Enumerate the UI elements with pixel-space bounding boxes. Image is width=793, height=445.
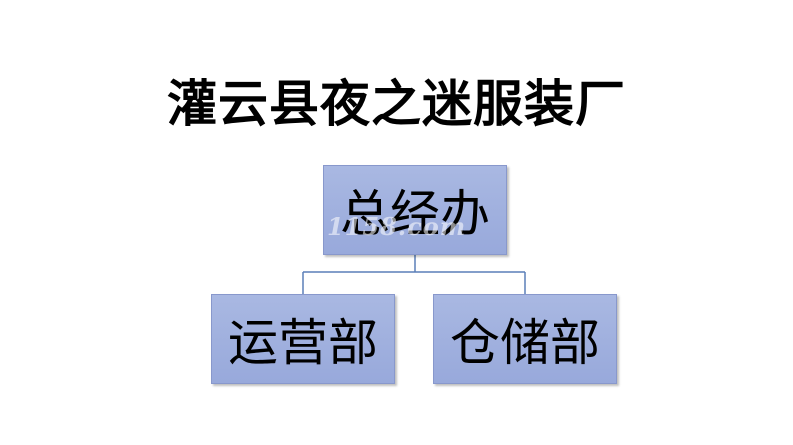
node-warehouse: 仓储部 [433, 294, 617, 384]
node-general-office: 总经办 [323, 165, 507, 255]
node-operations: 运营部 [211, 294, 395, 384]
node-warehouse-label: 仓储部 [450, 314, 600, 372]
diagram-title: 灌云县夜之迷服装厂 [167, 75, 626, 133]
node-general-office-label: 总经办 [340, 185, 490, 243]
node-operations-label: 运营部 [228, 314, 378, 372]
